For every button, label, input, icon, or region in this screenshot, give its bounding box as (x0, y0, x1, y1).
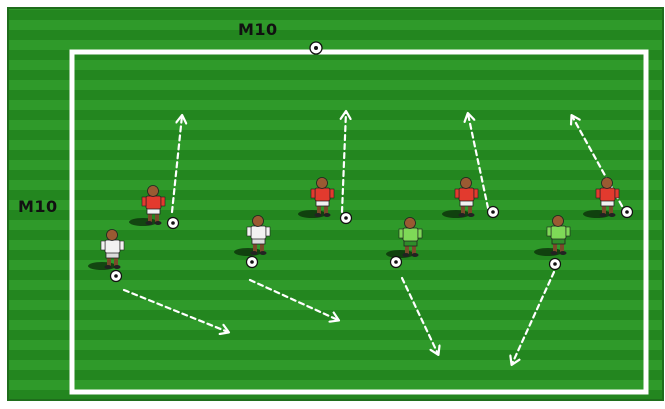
player-green-7 (534, 215, 571, 256)
player-white-1 (88, 229, 125, 270)
arrow-3 (468, 114, 490, 210)
left-dimension-label: M10 (18, 197, 58, 216)
players (88, 177, 634, 283)
arrow-6 (248, 278, 338, 320)
ball-icon (166, 216, 180, 230)
top-dimension-label: M10 (238, 20, 278, 39)
arrow-7 (400, 276, 438, 354)
player-white-3 (234, 215, 271, 256)
player-red-8 (583, 177, 620, 218)
arrow-2 (342, 112, 346, 214)
player-red-2 (129, 185, 166, 226)
ball-icon (620, 205, 634, 219)
ball-icon (309, 41, 323, 55)
playing-area-boundary (69, 49, 649, 395)
player-red-4 (298, 177, 335, 218)
arrow-1 (170, 116, 182, 214)
ball-icon (339, 211, 353, 225)
ball-icon (486, 205, 500, 219)
ball-icon (109, 269, 123, 283)
player-green-5 (386, 217, 423, 258)
field-frame (7, 7, 664, 401)
arrow-5 (122, 288, 228, 332)
grass-field (8, 8, 663, 400)
player-red-6 (442, 177, 479, 218)
arrow-8 (512, 270, 556, 364)
ball-icon (548, 257, 562, 271)
ball-icon (245, 255, 259, 269)
ball-icon (389, 255, 403, 269)
